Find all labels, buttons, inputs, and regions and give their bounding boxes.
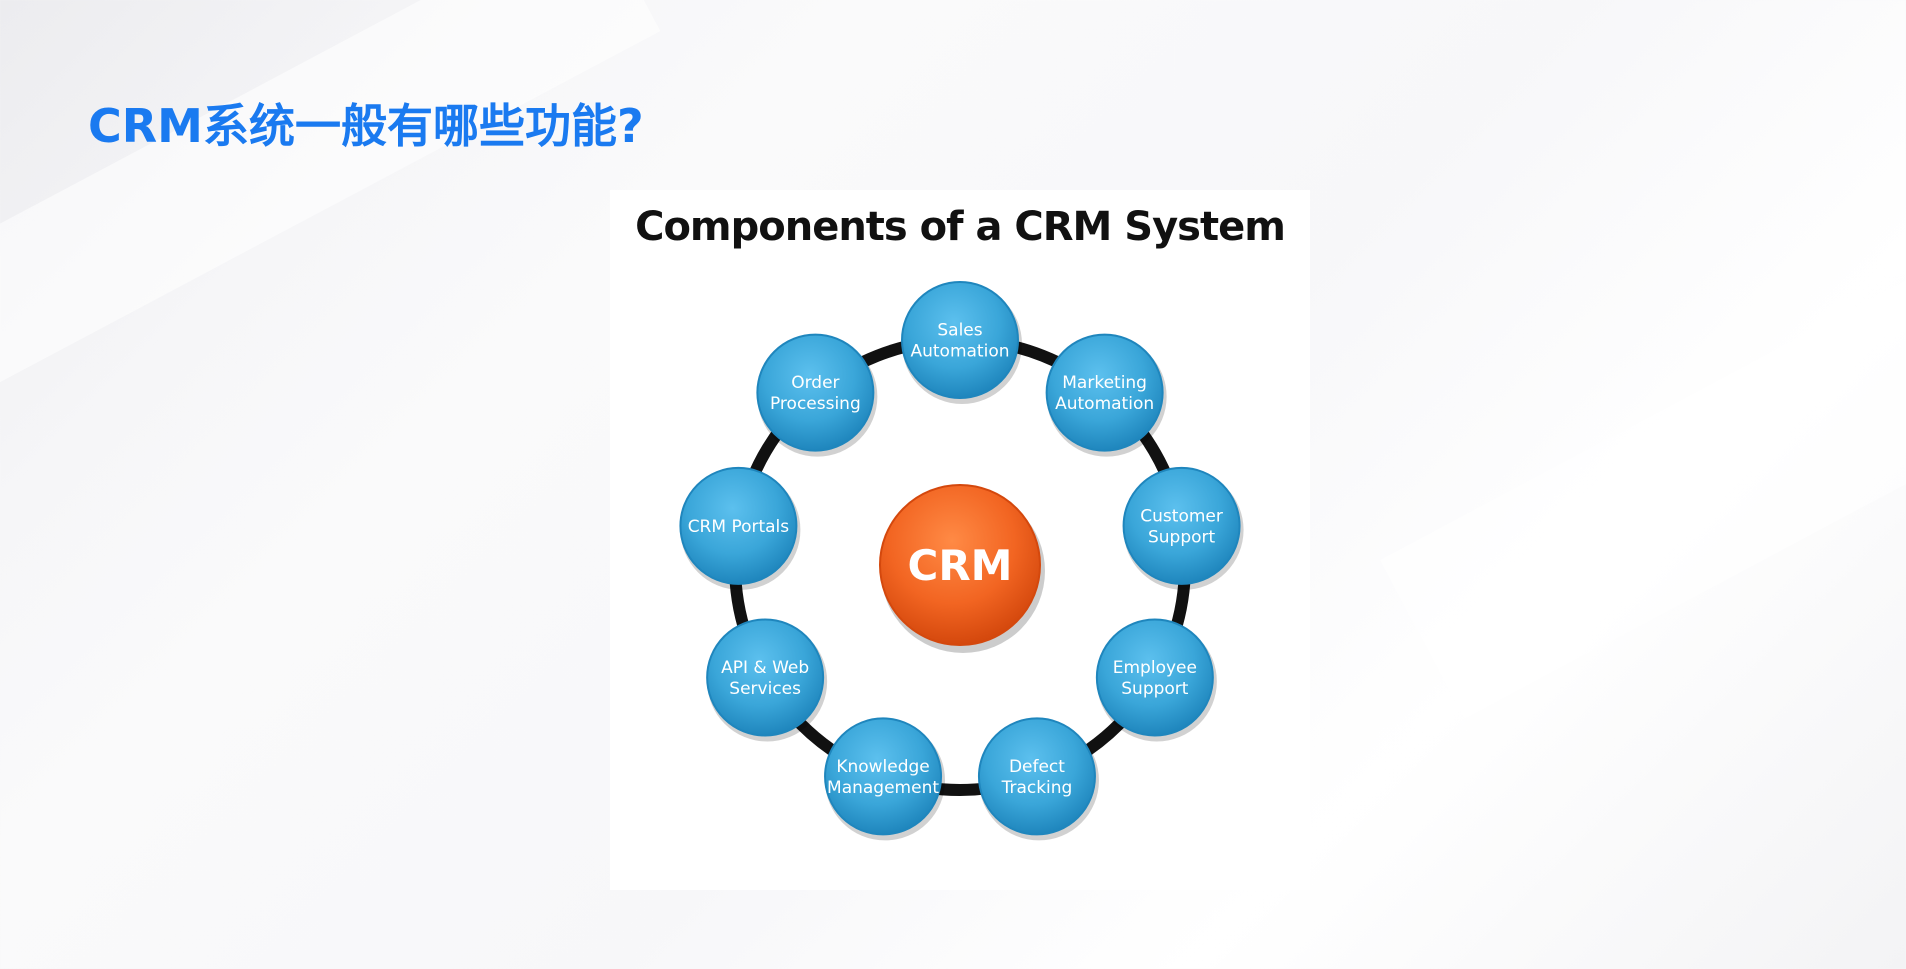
page-title: CRM系统一般有哪些功能? <box>88 99 644 153</box>
node-label: Processing <box>770 394 861 414</box>
diagram-heading: Components of a CRM System <box>635 204 1286 250</box>
node-circle <box>824 717 943 836</box>
node-label: Sales <box>937 321 982 341</box>
node-circle <box>1045 333 1164 452</box>
node-label: Automation <box>1055 394 1154 414</box>
node-label: Tracking <box>1001 778 1073 798</box>
node-label: Services <box>729 679 801 699</box>
node-circle <box>679 466 798 585</box>
component-node-crm-portals: CRM Portals <box>679 466 801 590</box>
node-label: Support <box>1148 527 1216 547</box>
crm-components-diagram: SalesAutomationMarketingAutomationCustom… <box>679 281 1244 841</box>
background-stripe <box>1380 184 1906 719</box>
node-label: Defect <box>1009 757 1065 777</box>
node-circle <box>977 717 1096 836</box>
node-label: Management <box>827 778 939 798</box>
node-label: Support <box>1121 679 1189 699</box>
node-circle <box>1122 466 1241 585</box>
node-label: Marketing <box>1062 373 1147 393</box>
node-circle <box>1095 618 1214 737</box>
node-circle <box>706 618 825 737</box>
node-label: Automation <box>910 342 1009 362</box>
node-label: API & Web <box>721 658 809 678</box>
node-circle <box>756 333 875 452</box>
background-stripe <box>0 0 661 454</box>
node-label: Knowledge <box>836 757 929 777</box>
node-label: Employee <box>1113 658 1197 678</box>
node-label: CRM Portals <box>688 517 790 537</box>
node-label: Customer <box>1140 506 1223 526</box>
hub-label: CRM <box>908 541 1013 590</box>
node-circle <box>901 281 1019 399</box>
crm-hub: CRM <box>879 484 1045 653</box>
hub-circle <box>879 484 1041 646</box>
node-label: Order <box>791 373 839 393</box>
